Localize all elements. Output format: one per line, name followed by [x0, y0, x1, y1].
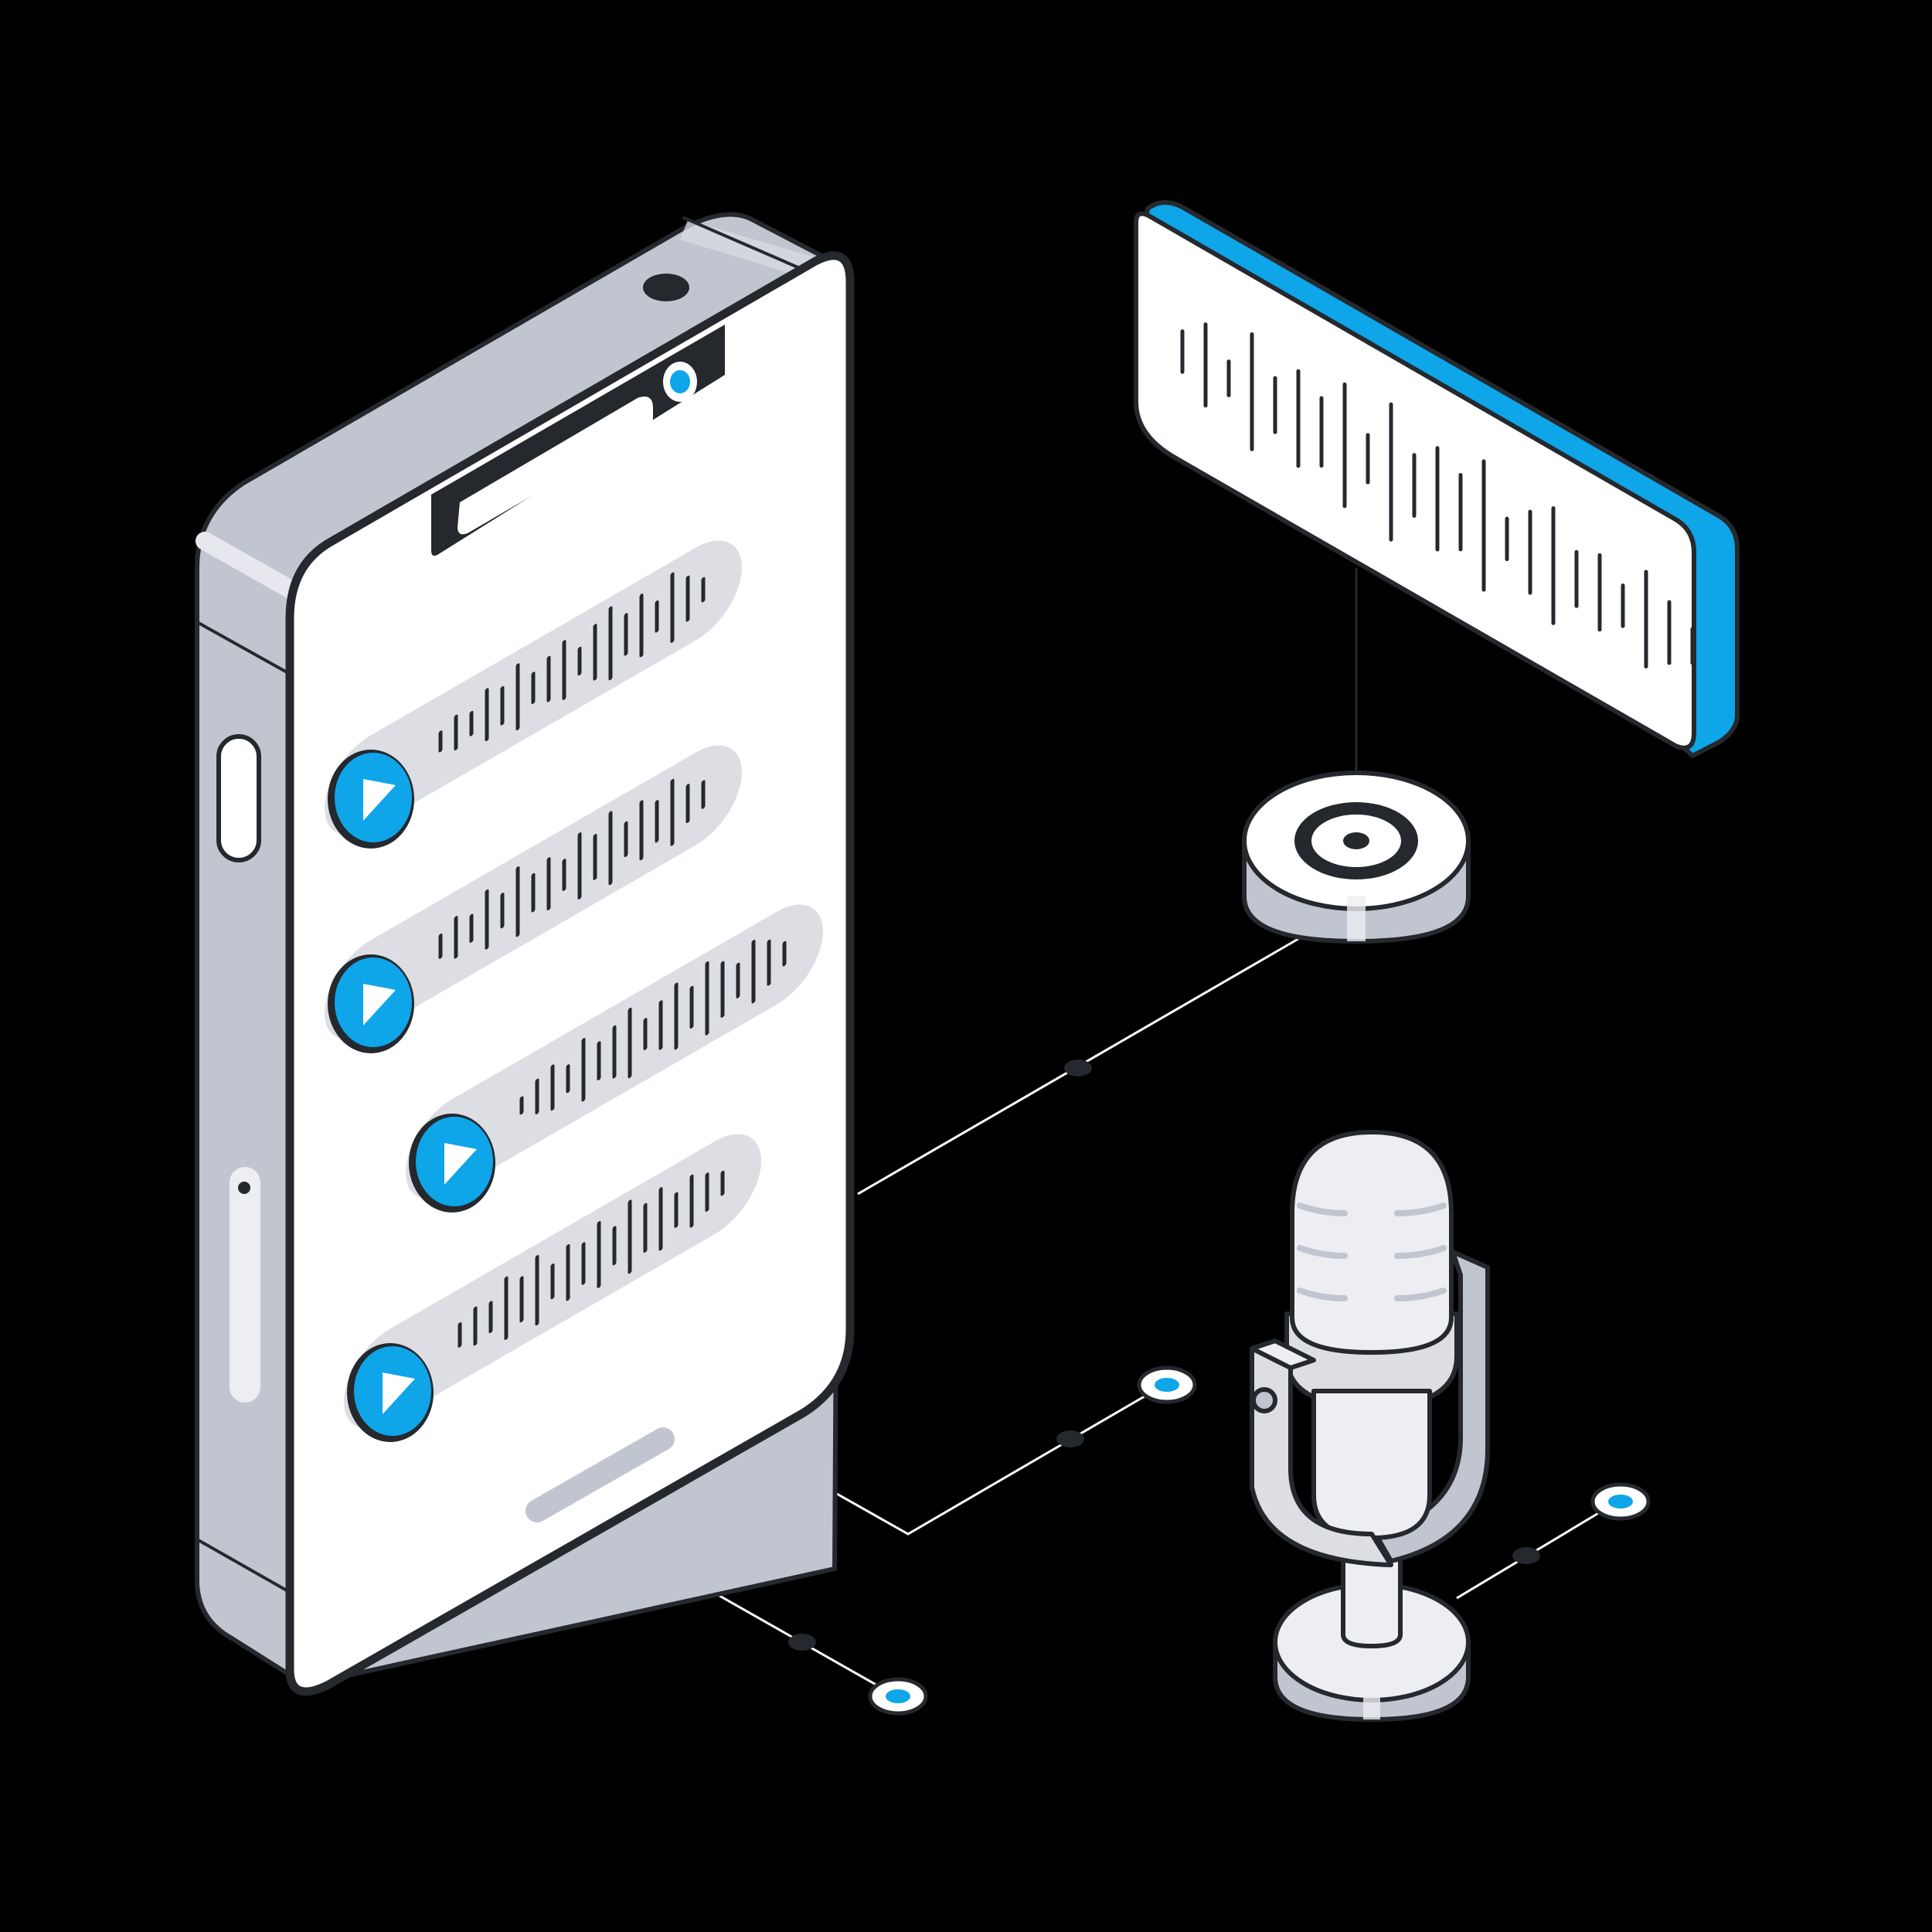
connector-mic-right — [1456, 1499, 1620, 1600]
junction-dot — [1512, 1547, 1540, 1564]
voice-message-waveform — [519, 939, 787, 1115]
connector-nodes — [788, 1060, 1651, 1716]
junction-dot — [1064, 1060, 1092, 1077]
mic-yoke-cap — [1250, 1338, 1316, 1370]
mic-grille — [1297, 1202, 1447, 1301]
voice-message-1[interactable] — [325, 511, 742, 900]
connector-endpoint — [1590, 1482, 1651, 1521]
voice-message-2[interactable] — [325, 716, 742, 1105]
junction-dot — [1056, 1430, 1084, 1447]
mic-knob-icon — [1251, 1387, 1277, 1413]
phone-side-highlight — [196, 532, 303, 600]
mic-lower-body — [1311, 1389, 1432, 1540]
connector-endpoint — [1137, 1366, 1197, 1404]
connector-endpoint — [868, 1677, 928, 1716]
voice-message-list — [325, 511, 823, 1494]
mic-yoke-front — [1250, 1346, 1393, 1567]
play-button[interactable] — [328, 954, 414, 1053]
sensor-center-dot — [1343, 832, 1369, 849]
waveform-bars — [1180, 322, 1695, 668]
junction-dot — [788, 1634, 816, 1651]
record-sensor-disc — [1242, 770, 1471, 944]
play-button[interactable] — [328, 750, 414, 849]
mic-stem — [1341, 1543, 1403, 1648]
mic-head — [1290, 1130, 1454, 1355]
play-button[interactable] — [347, 1343, 434, 1442]
phone-top-sensor-icon — [643, 274, 689, 301]
play-icon — [383, 1372, 415, 1414]
play-icon — [363, 779, 396, 821]
phone-speaker — [457, 396, 653, 535]
voice-message-waveform — [438, 778, 706, 959]
play-icon — [363, 984, 396, 1026]
voice-message-4[interactable] — [344, 1104, 761, 1494]
play-button[interactable] — [409, 1114, 495, 1213]
smartphone — [195, 212, 855, 1696]
voice-message-3[interactable] — [406, 875, 823, 1264]
camera-icon — [663, 362, 697, 402]
phone-side-slot — [230, 1167, 260, 1403]
voice-message-waveform — [438, 572, 706, 753]
play-icon — [444, 1143, 477, 1185]
waveform-panel — [1134, 200, 1740, 758]
microphone — [1250, 1130, 1490, 1722]
phone-side-button — [216, 734, 261, 862]
phone-home-indicator — [526, 1427, 675, 1522]
phone-side-pin — [238, 1182, 250, 1194]
voice-message-waveform — [457, 1170, 725, 1348]
